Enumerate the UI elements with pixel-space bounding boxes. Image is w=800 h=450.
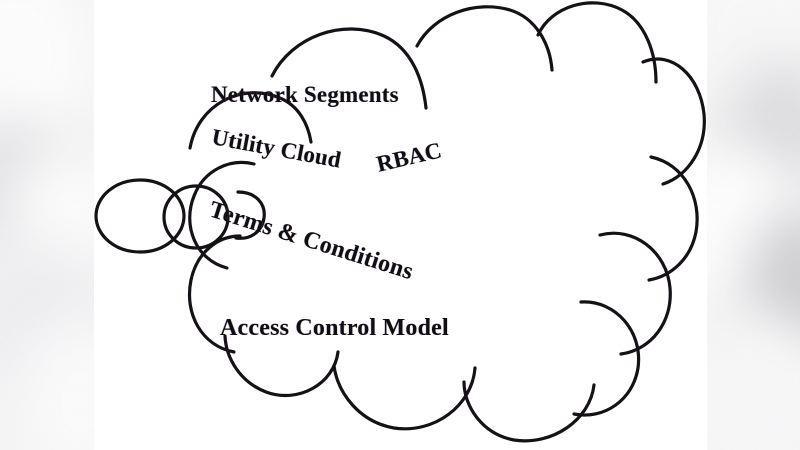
tail-bubble-large — [94, 178, 186, 254]
cloud-arc-bottom-1 — [462, 380, 596, 443]
label-network-segments: Network Segments — [211, 82, 399, 107]
cloud-arc-top-4 — [536, 1, 658, 84]
cloud-arc-right-4 — [572, 300, 641, 417]
backdrop-blob — [707, 320, 800, 450]
letterbox-left — [0, 0, 94, 450]
tail-bubble-arc — [234, 190, 266, 240]
cloud-arc-right-3 — [598, 231, 672, 356]
cloud-arc-left-1 — [187, 234, 242, 354]
cloud-arc-bottom-2 — [332, 364, 477, 431]
cloud-arc-top-3 — [415, 5, 554, 72]
tail-bubble-small — [162, 184, 230, 250]
cloud-arc-top-1 — [188, 91, 313, 150]
cloud-diagram-svg — [94, 1, 706, 443]
cloud-outline-group — [94, 1, 706, 443]
letterbox-right — [707, 0, 800, 450]
cloud-arc-right-1 — [641, 57, 706, 186]
cloud-arc-right-2 — [647, 155, 699, 282]
cloud-arc-top-2 — [270, 27, 428, 110]
drawing-canvas: Network Segments Utility Cloud RBAC Term… — [94, 0, 707, 450]
label-access-control-model: Access Control Model — [220, 315, 449, 341]
cloud-arc-bottom-3 — [223, 334, 340, 398]
cloud-arc-left-2 — [188, 160, 256, 270]
